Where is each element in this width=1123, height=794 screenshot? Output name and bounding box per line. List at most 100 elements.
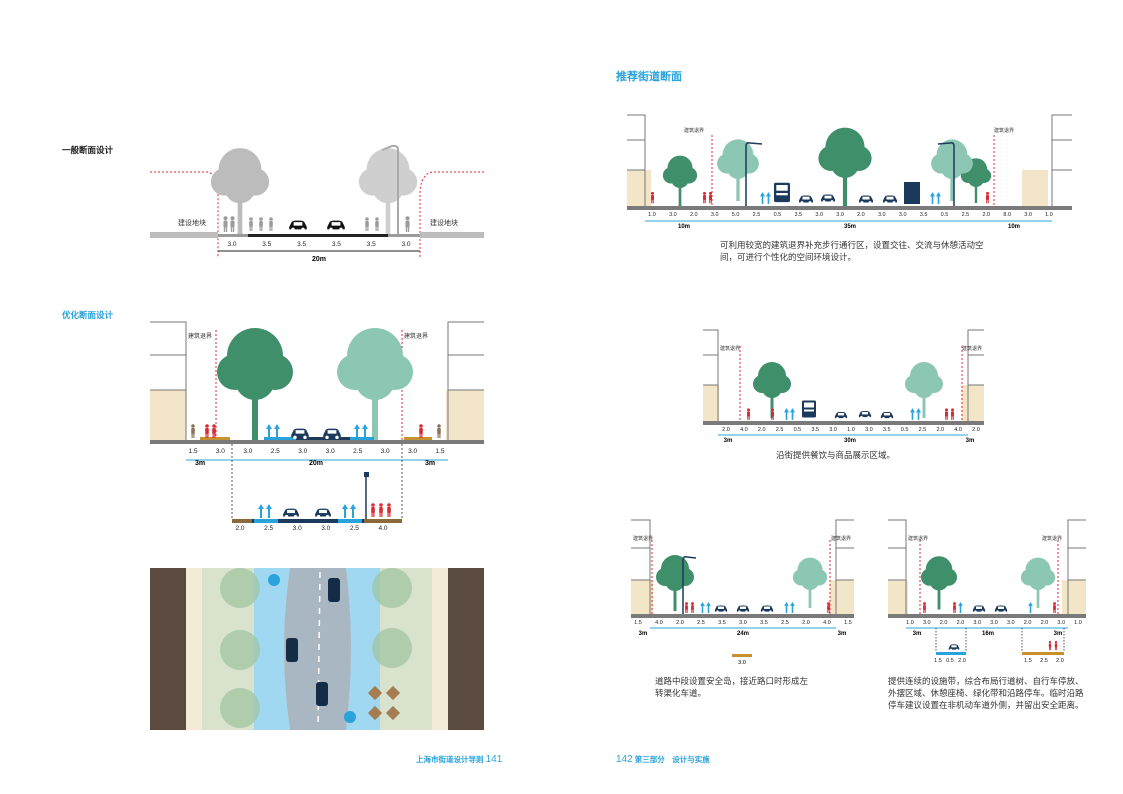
dimension-label: 1.5	[844, 620, 852, 626]
plan-building-right	[448, 568, 484, 730]
sec-a-width-mid: 35m	[844, 224, 856, 230]
dimension-label: 0.5	[941, 212, 949, 218]
sec-b-setback-left: 建筑退界	[720, 345, 740, 352]
opt-building-zone-right	[446, 390, 484, 440]
dimension-label: 0.5	[794, 427, 802, 433]
footer-left: 上海市街道设计导则 141	[416, 754, 502, 765]
caption-c: 道路中段设置安全岛，接近路口时形成左转渠化车道。	[655, 676, 809, 698]
dimension-label: 2.5	[1040, 658, 1048, 664]
dimension-label: 3.0	[829, 427, 837, 433]
general-land-label-left: 建设地块	[178, 218, 206, 227]
footer-right-page: 142	[616, 754, 633, 765]
dimension-label: 1.0	[847, 427, 855, 433]
opt-side-width-left: 3m	[195, 460, 205, 467]
plan-tree-canopies	[220, 568, 412, 728]
dimension-label: 1.5	[1024, 658, 1032, 664]
sec-a-width-right: 10m	[1008, 224, 1020, 230]
general-land-label-right: 建设地块	[430, 218, 458, 227]
dimension-label: 2.0	[676, 620, 684, 626]
opt-tree-left	[217, 328, 293, 440]
general-carriageway	[248, 234, 388, 237]
caption-d: 提供连续的设施带，综合布局行道树、自行车停放、外摆区域、休憩座椅、绿化带和沿路停…	[888, 676, 1084, 710]
dimension-label: 3.0	[865, 427, 873, 433]
opt-bike-arrows	[266, 424, 368, 438]
dimension-label: 3.5	[332, 241, 341, 248]
sec-c-setback-right: 建筑退界	[831, 535, 851, 542]
dimension-label: 2.5	[353, 448, 362, 455]
dimension-label: 1.0	[648, 212, 656, 218]
dimension-label: 2.0	[972, 427, 980, 433]
dimension-label: 1.0	[906, 620, 914, 626]
dimension-label: 1.5	[435, 448, 444, 455]
dimension-label: 2.5	[962, 212, 970, 218]
plan-building-left	[150, 568, 186, 730]
optimized-section-title: 优化断面设计	[62, 310, 114, 320]
opt-side-width-right: 3m	[425, 460, 435, 467]
dimension-label: 1.0	[1045, 212, 1053, 218]
opt-ground	[150, 440, 484, 444]
dimension-label: 2.0	[958, 658, 966, 664]
dimension-label: 2.0	[982, 212, 990, 218]
dimension-label: 3.0	[878, 212, 886, 218]
dimension-label: 4.0	[740, 427, 748, 433]
dimension-label: 3.5	[760, 620, 768, 626]
dimension-label: 3.5	[367, 241, 376, 248]
mid-road	[232, 519, 402, 523]
dimension-label: 3.5	[297, 241, 306, 248]
sec-a-setback-right: 建筑退界	[994, 127, 1014, 134]
dimension-label: 4.0	[954, 427, 962, 433]
opt-pedestrians-red	[205, 424, 423, 438]
plan-view	[150, 568, 484, 730]
dimension-label: 3.5	[794, 212, 802, 218]
caption-a: 可利用较宽的建筑退界补充步行通行区，设置交往、交流与休憩活动空间，可进行个性化的…	[720, 240, 984, 262]
dimension-label: 2.0	[1024, 620, 1032, 626]
sec-b-width-right: 3m	[966, 438, 975, 444]
plan-bike-marks	[268, 574, 356, 723]
general-cars	[289, 220, 345, 232]
footer-right: 142 第三部分 设计与实施	[616, 754, 710, 765]
dimension-label: 3.0	[815, 212, 823, 218]
dimension-label: 2.0	[235, 525, 244, 532]
sec-d-width-mid: 16m	[982, 631, 994, 637]
dimension-label: 4.0	[378, 525, 387, 532]
dimension-label: 3.0	[739, 620, 747, 626]
sec-c-width-right: 3m	[838, 631, 847, 637]
dimension-label: 3.0	[408, 448, 417, 455]
dimension-label: 1.5	[934, 658, 942, 664]
general-street-lamp	[381, 144, 399, 234]
opt-pedestrians-brown	[191, 424, 441, 438]
dimension-label: 3.0	[293, 525, 302, 532]
dimension-label: 8.0	[1003, 212, 1011, 218]
sec-a-width-left: 10m	[678, 224, 690, 230]
dimension-label: 3.5	[883, 427, 891, 433]
dimension-label: 2.5	[753, 212, 761, 218]
dimension-label: 4.0	[823, 620, 831, 626]
dimension-label: 3.0	[973, 620, 981, 626]
sec-b-setback-right: 建筑退界	[962, 345, 982, 352]
sec-d-setback-right: 建筑退界	[1042, 535, 1062, 542]
dimension-label: 3.0	[836, 212, 844, 218]
sec-c-setback-left: 建筑退界	[633, 535, 653, 542]
opt-total-width: 20m	[309, 460, 323, 467]
dimension-label: 3.0	[1024, 212, 1032, 218]
dimension-label: 3.0	[711, 212, 719, 218]
dimension-label: 3.0	[243, 448, 252, 455]
dimension-label: 2.0	[857, 212, 865, 218]
general-land-left	[150, 232, 218, 238]
dimension-label: 3.0	[381, 448, 390, 455]
plan-carriageway	[284, 568, 351, 730]
dimension-label: 2.5	[781, 620, 789, 626]
caption-b: 沿街提供餐饮与商品展示区域。	[776, 450, 896, 460]
dimension-label: 3.0	[899, 212, 907, 218]
dimension-label: 1.0	[1074, 620, 1082, 626]
sec-d-width-right: 3m	[1054, 631, 1063, 637]
dimension-label: 3.5	[718, 620, 726, 626]
